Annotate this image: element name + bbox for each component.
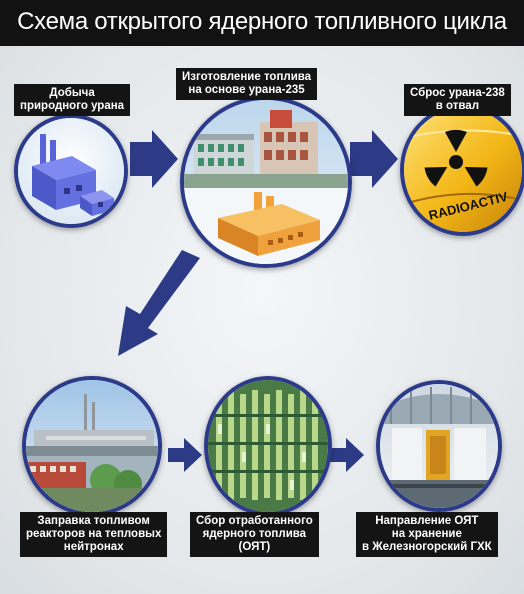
node-mining (14, 114, 128, 228)
header-bar: Схема открытого ядерного топливного цикл… (0, 0, 524, 46)
node-collection (204, 376, 332, 516)
node-refueling-label: Заправка топливом реакторов на тепловых … (20, 512, 168, 557)
spent-fuel-rack-icon (208, 380, 328, 512)
reactor-plant-icon (26, 380, 158, 512)
node-dump-label: Сброс урана-238 в отвал (404, 84, 511, 116)
arrow-collection-to-storage (330, 438, 364, 472)
node-collection-label: Сбор отработанного ядерного топлива (ОЯТ… (190, 512, 319, 557)
node-dump: RADIOACTIV (400, 104, 524, 236)
arrow-mining-to-fabrication (130, 130, 178, 188)
node-fabrication-label: Изготовление топлива на основе урана-235 (176, 68, 318, 100)
radiation-barrel-icon: RADIOACTIV (404, 108, 522, 232)
storage-hall-icon (380, 384, 498, 508)
node-storage (376, 380, 502, 512)
arrow-fabrication-to-refueling (118, 250, 200, 356)
mine-building-icon (18, 118, 124, 224)
node-mining-label: Добыча природного урана (14, 84, 131, 116)
diagram-title: Схема открытого ядерного топливного цикл… (17, 8, 507, 35)
arrow-fabrication-to-dump (350, 130, 398, 188)
node-storage-label: Направление ОЯТ на хранение в Железногор… (356, 512, 498, 557)
arrow-refueling-to-collection (168, 438, 202, 472)
fuel-plant-icon (184, 100, 348, 264)
node-fabrication (180, 96, 352, 268)
node-refueling (22, 376, 162, 516)
